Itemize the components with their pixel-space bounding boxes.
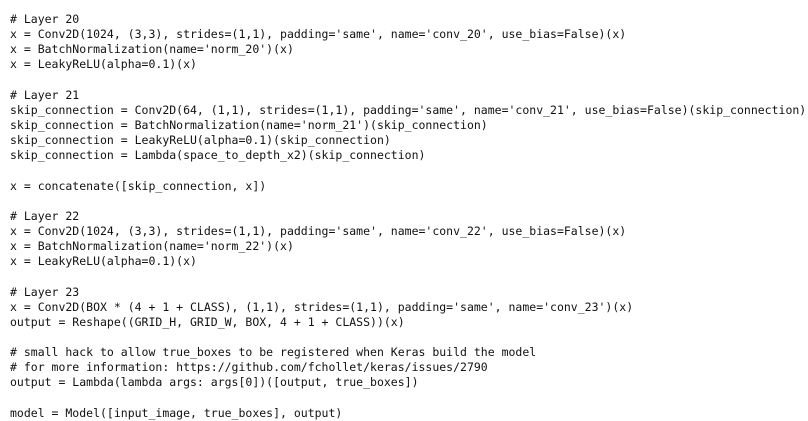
blank-line: [10, 73, 808, 88]
code-line: skip_connection = Lambda(space_to_depth_…: [10, 148, 426, 163]
code-editor: # Layer 20 x = Conv2D(1024, (3,3), strid…: [10, 12, 808, 420]
comment-line: # for more information: https://github.c…: [10, 360, 488, 375]
blank-line: [10, 269, 808, 284]
code-line: output = Lambda(lambda args: args[0])([o…: [10, 375, 419, 390]
code-line: x = LeakyReLU(alpha=0.1)(x): [10, 57, 197, 72]
code-line: x = BatchNormalization(name='norm_22')(x…: [10, 239, 294, 254]
code-line: x = Conv2D(1024, (3,3), strides=(1,1), p…: [10, 223, 627, 238]
code-line: x = concatenate([skip_connection, x]): [10, 178, 267, 193]
blank-line: [10, 330, 808, 345]
blank-line: [10, 163, 808, 178]
blank-line: [10, 391, 808, 406]
code-line: skip_connection = LeakyReLU(alpha=0.1)(s…: [10, 133, 391, 148]
code-line: x = Conv2D(1024, (3,3), strides=(1,1), p…: [10, 27, 627, 42]
code-line: x = BatchNormalization(name='norm_20')(x…: [10, 42, 294, 57]
comment-line: # Layer 20: [10, 12, 80, 26]
comment-line: # Layer 21: [10, 87, 80, 102]
code-line: output = Reshape((GRID_H, GRID_W, BOX, 4…: [10, 314, 405, 329]
blank-line: [10, 194, 808, 209]
code-line: skip_connection = BatchNormalization(nam…: [10, 117, 488, 132]
code-line: x = Conv2D(BOX * (4 + 1 + CLASS), (1,1),…: [10, 299, 634, 314]
comment-line: # Layer 23: [10, 284, 80, 299]
code-line: model = Model([input_image, true_boxes],…: [10, 405, 343, 420]
code-line: skip_connection = Conv2D(64, (1,1), stri…: [10, 102, 807, 117]
code-line: x = LeakyReLU(alpha=0.1)(x): [10, 254, 197, 269]
comment-line: # Layer 22: [10, 208, 80, 223]
comment-line: # small hack to allow true_boxes to be r…: [10, 345, 537, 360]
